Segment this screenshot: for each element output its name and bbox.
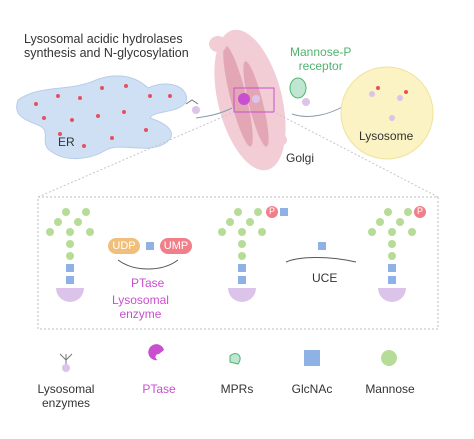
er-to-golgi-arrow bbox=[195, 107, 233, 119]
golgi-to-lysosome-arrow bbox=[291, 105, 345, 117]
mannose-p-receptor-label: Mannose-P receptor bbox=[290, 45, 352, 73]
glycan-tree-phosphorylated bbox=[218, 206, 288, 302]
golgi-organelle bbox=[209, 29, 287, 171]
legend-label-mprs: MPRs bbox=[220, 382, 254, 396]
uce-label: UCE bbox=[312, 271, 338, 285]
glycan-tree-initial bbox=[46, 208, 94, 302]
legend-icons bbox=[59, 344, 397, 372]
legend-label-ptase: PTase bbox=[142, 382, 176, 396]
er-organelle bbox=[16, 75, 187, 159]
ump-pill bbox=[160, 238, 192, 254]
er-label: ER bbox=[58, 135, 75, 149]
legend-label-lysosomal-enzymes: Lysosomal enzymes bbox=[37, 382, 95, 410]
diagram-title: Lysosomal acidic hydrolases synthesis an… bbox=[24, 32, 189, 61]
lysosome-organelle bbox=[340, 66, 434, 160]
glycan-tree-mature bbox=[368, 206, 426, 302]
process-detail-box bbox=[37, 196, 439, 330]
phosphate-label-1: P bbox=[268, 206, 275, 216]
legend-label-mannose: Mannose bbox=[365, 382, 415, 396]
ptase-label: PTase bbox=[131, 276, 165, 290]
lysosome-label: Lysosome bbox=[359, 129, 414, 143]
phosphate-label-2: P bbox=[416, 206, 423, 216]
lysosomal-enzyme-label: Lysosomal enzyme bbox=[112, 293, 169, 321]
uce-arrow bbox=[285, 257, 357, 263]
legend-label-glcnac: GlcNAc bbox=[291, 382, 333, 396]
udp-pill bbox=[108, 238, 140, 254]
mpr-vesicle bbox=[185, 77, 310, 114]
udp-label: UDP bbox=[112, 240, 136, 252]
ump-label: UMP bbox=[163, 240, 189, 252]
golgi-label: Golgi bbox=[286, 151, 315, 165]
ptase-arrow bbox=[117, 259, 179, 270]
